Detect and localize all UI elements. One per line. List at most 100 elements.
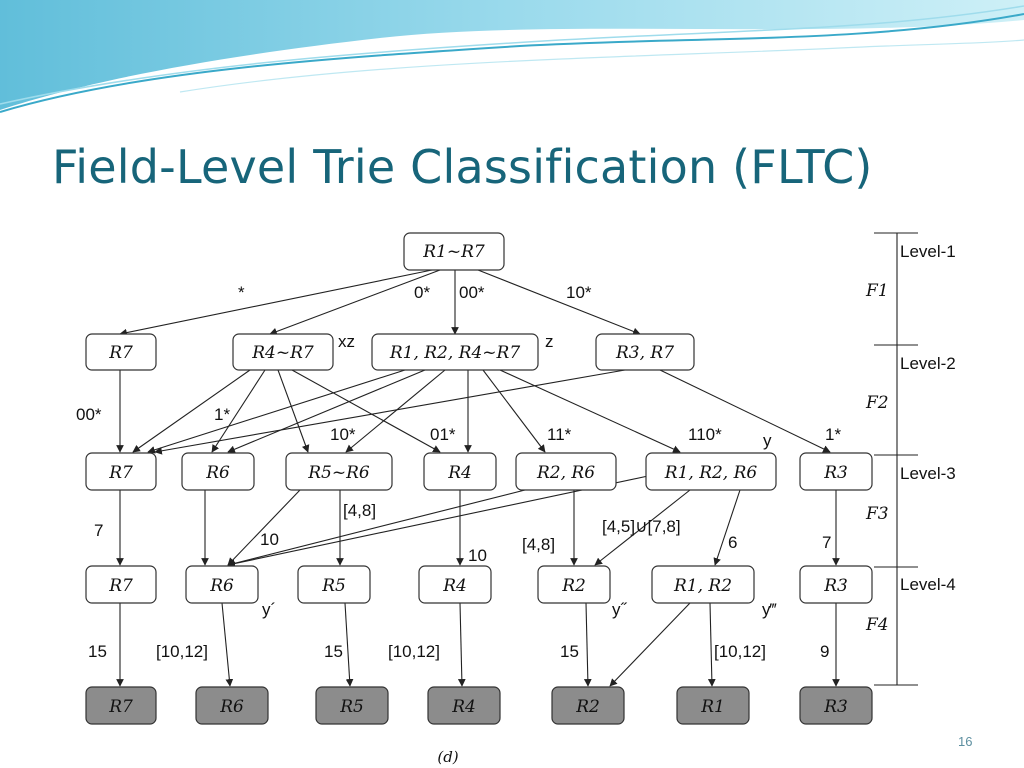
leaf-nodes: R7 R6 R5 R4 R2 R1 R3 <box>85 686 873 725</box>
label-15c: 15 <box>560 642 579 661</box>
node-l4-1: R6 <box>209 576 234 596</box>
leaf-2: R5 <box>339 697 364 717</box>
edge-l4f-leaf-r2 <box>609 602 691 687</box>
node-l4-6: R3 <box>823 576 848 596</box>
label-range1012c: [10,12] <box>714 642 766 661</box>
edge-l3f-l4f <box>713 489 741 566</box>
edge-labels: * 0* 00* 10* xz z 00* 1* 10* 01* 11* 110… <box>76 283 841 661</box>
node-l3-6: R3 <box>823 463 848 483</box>
node-l2-1: R4~R7 <box>251 343 314 363</box>
node-l2-0: R7 <box>108 343 133 363</box>
node-l3-3: R4 <box>447 463 472 483</box>
label-00star-b: 00* <box>76 405 102 424</box>
edge-l2b-l3b <box>211 369 266 453</box>
level-4-nodes: R7 R6 R5 R4 R2 R1, R2 R3 <box>85 565 873 604</box>
label-7a: 7 <box>94 521 103 540</box>
header-wave-decoration <box>0 0 1024 113</box>
label-xz: xz <box>338 332 355 351</box>
label-01star: 01* <box>430 425 456 444</box>
edge-l2b-l3d <box>291 369 441 453</box>
label-y-double-prime: y˝ <box>612 600 628 619</box>
level-1-label: Level-1 <box>900 242 956 261</box>
field-2-label: F2 <box>865 393 889 413</box>
node-l3-5: R1, R2, R6 <box>664 463 758 483</box>
edge-l3c-l4b <box>227 489 301 566</box>
field-1-label: F1 <box>865 281 889 301</box>
label-7b: 7 <box>822 533 831 552</box>
leaf-3: R4 <box>451 697 476 717</box>
label-range4578: [4,5]∪[7,8] <box>602 517 681 536</box>
label-range1012b: [10,12] <box>388 642 440 661</box>
label-15b: 15 <box>324 642 343 661</box>
label-10star: 10* <box>566 283 592 302</box>
label-range48b: [4,8] <box>522 535 555 554</box>
label-y-prime: y´ <box>262 600 276 619</box>
level-scale: Level-1 Level-2 Level-3 Level-4 F1 F2 F3… <box>865 232 956 686</box>
slide-title: Field-Level Trie Classification (FLTC) <box>52 140 873 194</box>
edge-l2d-l3g <box>659 369 831 453</box>
edge-l2c-l3a <box>147 369 406 454</box>
edge-l2d-l3a <box>154 369 626 455</box>
label-110star: 110* <box>688 425 722 444</box>
leaf-5: R1 <box>700 697 725 717</box>
label-1star: 1* <box>214 405 230 424</box>
edge-l2b-l3c <box>277 369 310 453</box>
field-3-label: F3 <box>865 504 889 524</box>
edge-l2b-l3a <box>132 369 251 453</box>
label-range1012a: [10,12] <box>156 642 208 661</box>
label-6: 6 <box>728 533 737 552</box>
edge-l4b-leaf <box>221 602 234 687</box>
edge-l2c-l3b <box>227 369 426 453</box>
node-l4-0: R7 <box>108 576 133 596</box>
label-1star-b: 1* <box>825 425 841 444</box>
level-2-nodes: R7 R4~R7 R1, R2, R4~R7 R3, R7 <box>85 333 695 371</box>
edge-l3f-l4b <box>227 475 649 568</box>
label-11star: 11* <box>547 425 572 444</box>
node-l4-3: R4 <box>442 576 467 596</box>
leaf-1: R6 <box>219 697 244 717</box>
edge-l4d-leaf <box>457 602 466 687</box>
edge-l2c-l3f <box>499 369 681 453</box>
label-00star: 00* <box>459 283 485 302</box>
edge-l3f-l4e <box>594 489 691 566</box>
edge-l3e-l4b <box>227 489 526 568</box>
node-l3-1: R6 <box>205 463 230 483</box>
edge-l4e-leaf <box>583 602 592 687</box>
node-l4-4: R2 <box>561 576 586 596</box>
edge-root-l2d <box>477 269 641 336</box>
node-l3-2: R5~R6 <box>307 463 370 483</box>
edge-l4c-leaf <box>344 602 354 687</box>
level-3-label: Level-3 <box>900 464 956 483</box>
label-z: z <box>545 332 554 351</box>
node-l4-5: R1, R2 <box>673 576 732 596</box>
trie-edges <box>116 269 840 687</box>
figure-caption: (d) <box>437 748 458 766</box>
node-l3-4: R2, R6 <box>536 463 595 483</box>
leaf-4: R2 <box>575 697 600 717</box>
leaf-6: R3 <box>823 697 848 717</box>
level-2-label: Level-2 <box>900 354 956 373</box>
label-0star: 0* <box>414 283 430 302</box>
label-10star-b: 10* <box>330 425 356 444</box>
node-root-label: R1~R7 <box>422 242 485 262</box>
label-10b: 10 <box>468 546 487 565</box>
field-4-label: F4 <box>865 615 889 635</box>
edge-l2c-l3e <box>482 369 546 453</box>
label-15a: 15 <box>88 642 107 661</box>
node-l4-2: R5 <box>321 576 346 596</box>
node-l2-2: R1, R2, R4~R7 <box>389 343 521 363</box>
label-range48a: [4,8] <box>343 501 376 520</box>
leaf-0: R7 <box>108 697 133 717</box>
node-root: R1~R7 <box>403 232 505 271</box>
level-4-label: Level-4 <box>900 575 956 594</box>
label-10a: 10 <box>260 530 279 549</box>
label-9: 9 <box>820 642 829 661</box>
page-number: 16 <box>958 734 973 749</box>
edge-root-l2a <box>119 269 433 337</box>
node-l2-3: R3, R7 <box>615 343 674 363</box>
edge-l4f-leaf-r1 <box>707 602 716 687</box>
edge-root-l2b <box>269 269 441 336</box>
label-y-triple-prime: y‴ <box>762 600 777 619</box>
edge-l2c-l3c <box>345 369 446 453</box>
